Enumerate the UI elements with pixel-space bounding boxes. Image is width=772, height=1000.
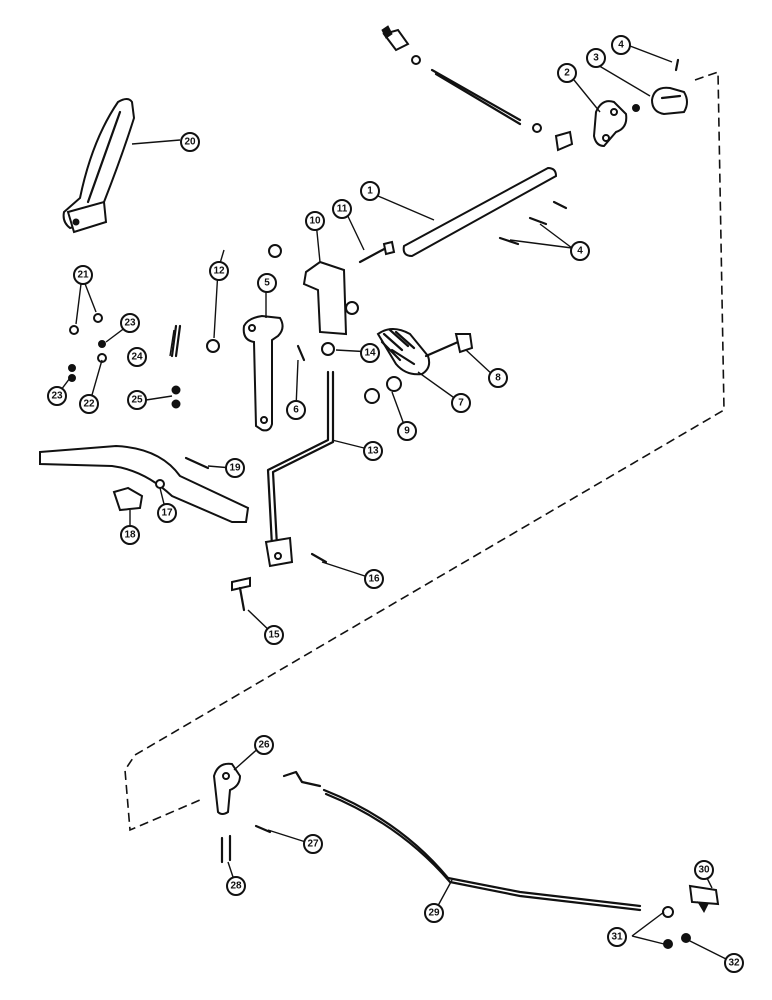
callout-2: 2 bbox=[557, 63, 577, 83]
callout-18: 18 bbox=[120, 525, 140, 545]
pedal-part bbox=[62, 98, 136, 230]
svg-text:16: 16 bbox=[368, 574, 380, 585]
callout-30: 30 bbox=[694, 860, 714, 880]
arm-part-17 bbox=[39, 444, 250, 523]
callout-32: 32 bbox=[724, 953, 744, 973]
lever-part-5 bbox=[242, 314, 284, 432]
leader-lines bbox=[57, 45, 731, 962]
callout-17: 17 bbox=[157, 503, 177, 523]
svg-text:23: 23 bbox=[51, 391, 63, 402]
svg-text:1: 1 bbox=[367, 186, 373, 197]
callout-7: 7 bbox=[451, 393, 471, 413]
callout-3: 3 bbox=[586, 48, 606, 68]
svg-text:29: 29 bbox=[428, 908, 440, 919]
svg-text:19: 19 bbox=[229, 463, 241, 474]
callout-10: 10 bbox=[305, 211, 325, 231]
svg-text:9: 9 bbox=[404, 426, 410, 437]
callout-14: 14 bbox=[360, 343, 380, 363]
svg-text:8: 8 bbox=[495, 373, 501, 384]
callout-6: 6 bbox=[286, 400, 306, 420]
callout-23-upper: 23 bbox=[120, 313, 140, 333]
spring-boot-part bbox=[376, 328, 431, 376]
cross-shaft-part bbox=[402, 166, 558, 258]
callout-23-lower: 23 bbox=[47, 386, 67, 406]
svg-text:12: 12 bbox=[213, 266, 225, 277]
callout-29: 29 bbox=[424, 903, 444, 923]
yoke-part bbox=[650, 86, 688, 116]
svg-text:22: 22 bbox=[83, 399, 95, 410]
callout-12: 12 bbox=[209, 261, 229, 281]
bracket-part bbox=[302, 260, 348, 336]
callout-15: 15 bbox=[264, 625, 284, 645]
callout-26: 26 bbox=[254, 735, 274, 755]
svg-text:26: 26 bbox=[258, 740, 270, 751]
callout-11: 11 bbox=[332, 199, 352, 219]
svg-text:6: 6 bbox=[293, 405, 299, 416]
lever-plate-part bbox=[592, 100, 628, 148]
svg-text:31: 31 bbox=[611, 932, 623, 943]
svg-text:10: 10 bbox=[309, 216, 321, 227]
callout-9: 9 bbox=[397, 421, 417, 441]
callout-5: 5 bbox=[257, 273, 277, 293]
callout-22: 22 bbox=[79, 394, 99, 414]
callout-4-right: 4 bbox=[570, 241, 590, 261]
svg-text:14: 14 bbox=[364, 348, 376, 359]
callout-27: 27 bbox=[303, 834, 323, 854]
callout-25: 25 bbox=[127, 390, 147, 410]
callout-1: 1 bbox=[360, 181, 380, 201]
upper-rod-assembly bbox=[381, 25, 574, 152]
callout-13: 13 bbox=[363, 441, 383, 461]
callout-8: 8 bbox=[488, 368, 508, 388]
callout-20: 20 bbox=[180, 132, 200, 152]
callout-24: 24 bbox=[127, 347, 147, 367]
svg-text:4: 4 bbox=[618, 40, 624, 51]
svg-text:23: 23 bbox=[124, 318, 136, 329]
svg-text:27: 27 bbox=[307, 839, 319, 850]
svg-text:25: 25 bbox=[131, 395, 143, 406]
svg-text:18: 18 bbox=[124, 530, 136, 541]
svg-text:15: 15 bbox=[268, 630, 280, 641]
callout-28: 28 bbox=[226, 876, 246, 896]
svg-text:21: 21 bbox=[77, 270, 89, 281]
svg-text:13: 13 bbox=[367, 446, 379, 457]
svg-text:17: 17 bbox=[161, 508, 173, 519]
svg-text:20: 20 bbox=[184, 137, 196, 148]
svg-text:11: 11 bbox=[337, 204, 348, 215]
callout-16: 16 bbox=[364, 569, 384, 589]
svg-text:2: 2 bbox=[564, 68, 570, 79]
svg-text:32: 32 bbox=[728, 958, 740, 969]
svg-text:30: 30 bbox=[698, 865, 710, 876]
svg-text:5: 5 bbox=[264, 278, 270, 289]
callout-19: 19 bbox=[225, 458, 245, 478]
callout-31: 31 bbox=[607, 927, 627, 947]
svg-text:4: 4 bbox=[577, 246, 583, 257]
rod-part-29 bbox=[282, 770, 642, 912]
svg-text:28: 28 bbox=[230, 881, 242, 892]
svg-text:3: 3 bbox=[593, 53, 599, 64]
svg-text:7: 7 bbox=[458, 398, 464, 409]
callout-4-top: 4 bbox=[611, 35, 631, 55]
lever-part-26 bbox=[212, 762, 242, 815]
rod-part-13 bbox=[264, 370, 335, 568]
bolt-part-11 bbox=[358, 246, 388, 264]
dashed-connection-line bbox=[124, 70, 725, 832]
svg-text:24: 24 bbox=[131, 352, 143, 363]
callout-21: 21 bbox=[73, 265, 93, 285]
